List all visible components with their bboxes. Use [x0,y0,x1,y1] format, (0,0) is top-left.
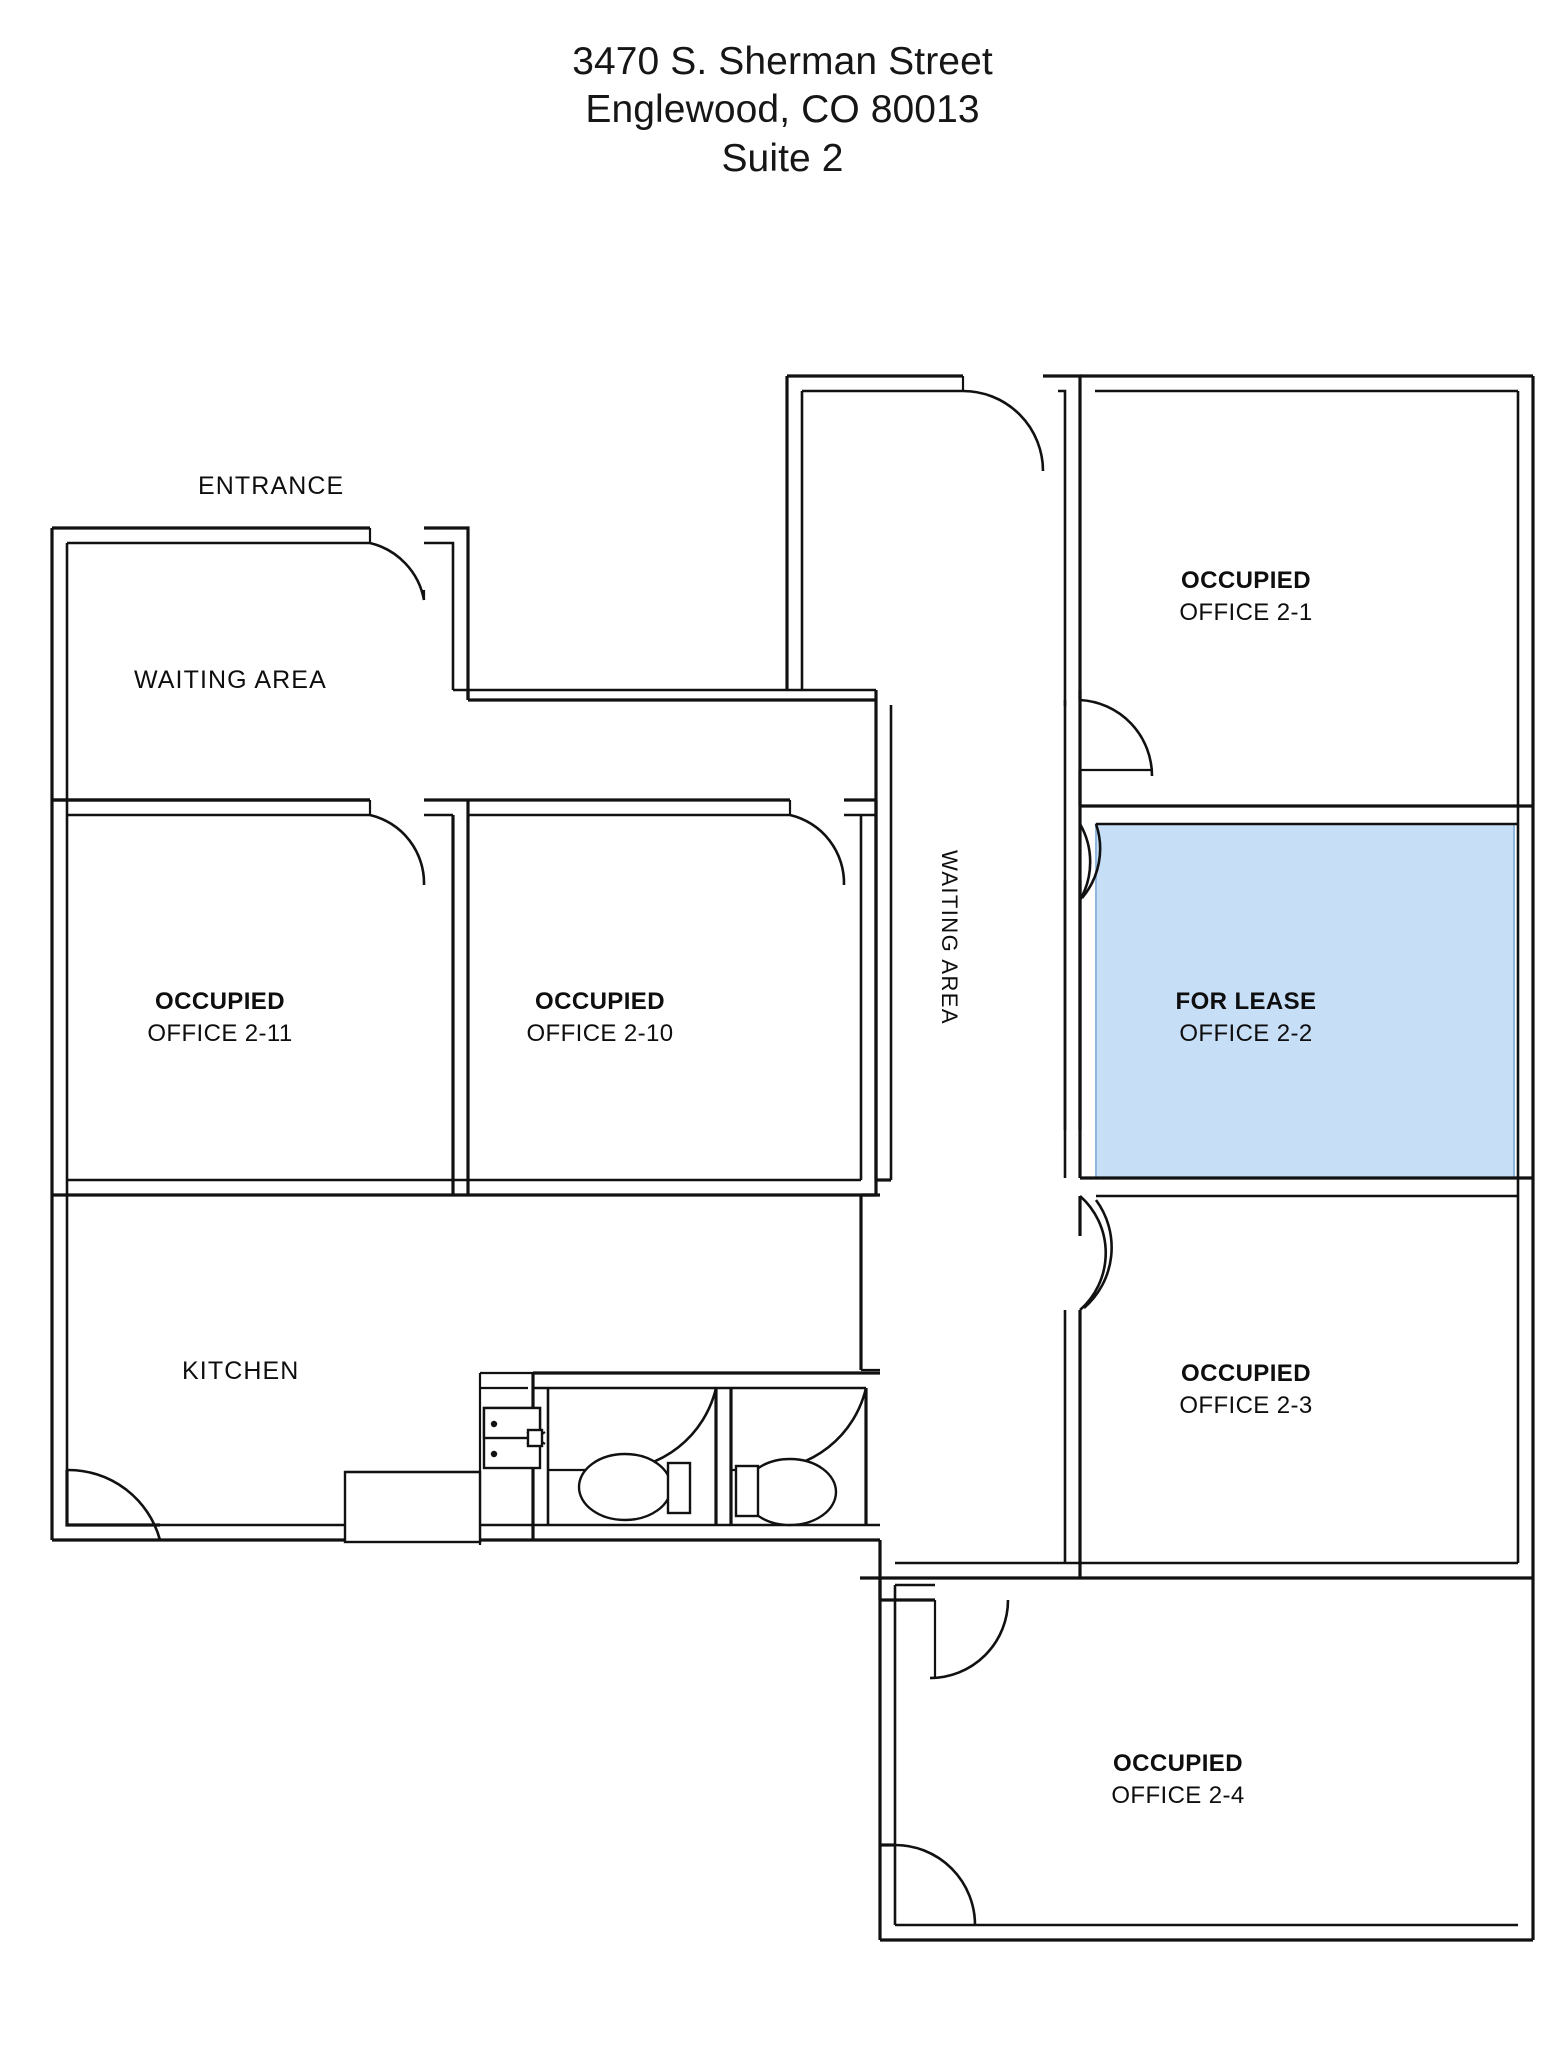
fixtures [343,1406,838,1544]
plan-title-city: Englewood, CO 80013 [585,88,980,132]
door-arc-office-2-10 [789,813,846,886]
wall-group-center-corridor [785,374,1082,1180]
toilet-left-tank [666,1461,692,1515]
wall-group-office-2-4 [860,1576,1535,1942]
toilet-left-bowl [577,1452,673,1522]
plan-title-suite: Suite 2 [721,136,844,180]
room-fill-office-2-2[interactable] [1096,824,1514,1178]
wall-group-corridor-stubs [861,1178,891,1372]
door-arc-office-2-4-lower [894,1843,977,1926]
door-arc-top-center [962,389,1045,472]
plan-title-address: 3470 S. Sherman Street [572,40,993,83]
door-arc-office-2-1 [1079,698,1154,777]
wall-group-right-offices [880,374,1535,1580]
wall-group-left-offices [52,798,878,1197]
door-arcs [66,376,1154,1926]
door-arc-office-2-4-upper [929,1599,1010,1680]
toilet-right-tank [734,1464,760,1518]
door-arc-office-2-3 [1079,1195,1108,1311]
door-arc-entrance [369,541,426,601]
plan-title-block: 3470 S. Sherman Street Englewood, CO 800… [0,38,1565,183]
door-arc-restroom-right [761,1387,868,1472]
door-arc-kitchen [66,1468,162,1541]
kitchen-counter [343,1470,482,1544]
door-arc-office-2-11 [369,813,426,886]
door-arc-office-2-2 [1078,823,1092,901]
